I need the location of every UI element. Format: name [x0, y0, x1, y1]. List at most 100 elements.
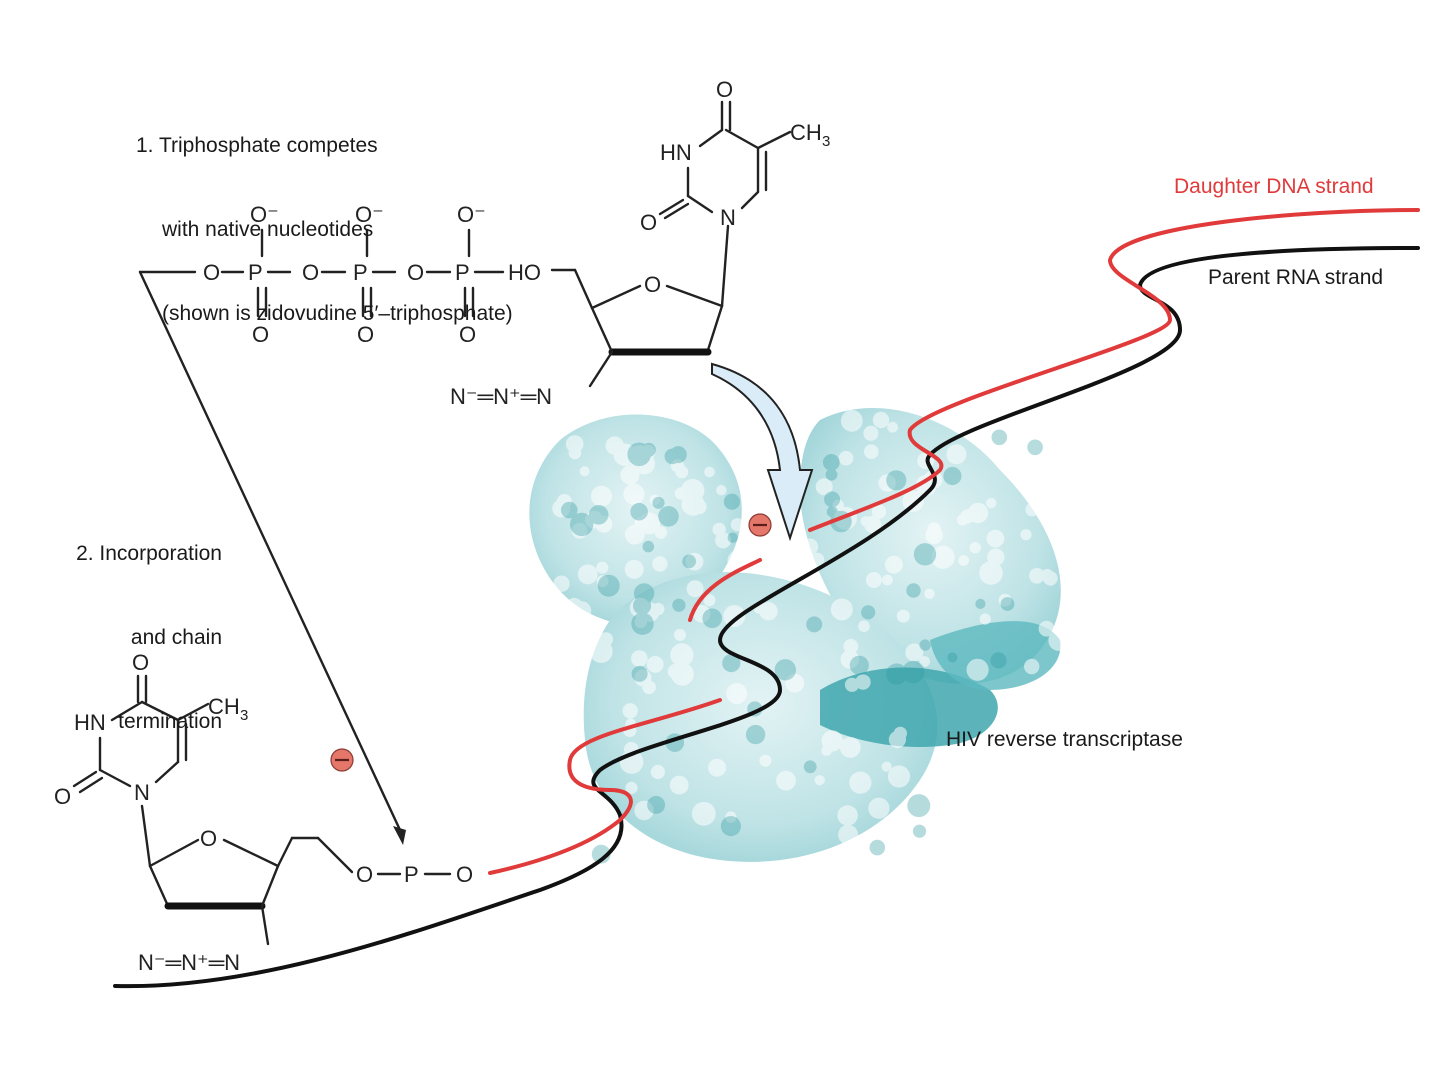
- protein-texture-dot: [568, 446, 582, 460]
- protein-texture-dot: [838, 824, 859, 845]
- p-2: P: [353, 260, 368, 285]
- protein-texture-dot: [838, 450, 854, 466]
- step2-line1: 2. Incorporation: [76, 542, 222, 565]
- hn-base-top: HN: [660, 140, 692, 165]
- protein-texture-dot: [561, 501, 578, 519]
- protein-texture-dot: [814, 775, 825, 786]
- protein-texture-dot: [658, 506, 679, 527]
- protein-texture-dot: [723, 605, 746, 628]
- protein-texture-dot: [596, 561, 609, 574]
- o-double-1: O: [252, 322, 269, 347]
- protein-texture-dot: [840, 409, 863, 432]
- protein-texture-dot: [579, 466, 590, 477]
- protein-texture-dot: [681, 492, 705, 516]
- protein-texture-dot: [588, 505, 609, 525]
- protein-texture-dot: [625, 781, 638, 795]
- o-minus-2: O⁻: [355, 202, 384, 227]
- ring-o-top: O: [644, 272, 661, 297]
- protein-texture-dot: [675, 465, 689, 479]
- protein-texture-dot: [702, 608, 722, 629]
- protein-texture-dot: [861, 605, 876, 620]
- protein-texture-dot: [641, 442, 656, 457]
- protein-texture-dot: [652, 556, 668, 572]
- protein-texture-dot: [905, 643, 924, 662]
- daughter-dna-strand: [488, 698, 722, 875]
- incorporated-nucleotide: O HN CH 3 N O O O P O N⁻═N⁺═N: [54, 650, 473, 975]
- o-base-left-top: O: [640, 210, 657, 235]
- protein-texture-dot: [882, 574, 893, 586]
- protein-texture-dot: [983, 438, 1001, 455]
- ch3-bottom: CH: [208, 694, 240, 719]
- protein-texture-dot: [642, 680, 656, 695]
- protein-texture-dot: [1023, 658, 1040, 675]
- protein-texture-dot: [634, 800, 654, 821]
- o-double-2: O: [357, 322, 374, 347]
- protein-texture-dot: [727, 532, 738, 543]
- o-link-2: O: [456, 862, 473, 887]
- protein-texture-dot: [630, 502, 648, 521]
- protein-texture-dot: [591, 844, 611, 864]
- protein-texture-dot: [943, 466, 962, 486]
- protein-texture-dot: [553, 575, 570, 592]
- protein-texture-dot: [881, 761, 892, 772]
- protein-texture-dot: [966, 658, 989, 681]
- protein-texture-dot: [745, 724, 766, 745]
- o-base-bottom: O: [132, 650, 149, 675]
- protein-texture-dot: [726, 683, 748, 704]
- p-link: P: [404, 862, 419, 887]
- protein-texture-dot: [975, 598, 986, 610]
- step1-line3: (shown is zidovudine 5′–triphosphate): [162, 302, 513, 325]
- protein-texture-dot: [839, 737, 861, 758]
- protein-texture-dot: [670, 643, 694, 667]
- protein-texture-dot: [854, 851, 866, 864]
- protein-texture-dot: [620, 465, 640, 485]
- protein-texture-dot: [907, 794, 931, 818]
- protein-texture-dot: [998, 593, 1012, 607]
- step2-line2: and chain: [130, 626, 222, 649]
- protein-texture-dot: [1000, 597, 1015, 611]
- protein-texture-dot: [774, 659, 796, 681]
- o-base-left-bottom: O: [54, 784, 71, 809]
- protein-texture-dot: [878, 474, 896, 492]
- protein-texture-dot: [1020, 529, 1032, 541]
- protein-texture-dot: [967, 502, 989, 524]
- o-minus-1: O⁻: [250, 202, 279, 227]
- step1-line1: 1. Triphosphate competes: [136, 134, 378, 157]
- protein-texture-dot: [1025, 502, 1039, 517]
- protein-texture-dot: [785, 673, 805, 693]
- protein-texture-dot: [986, 529, 1005, 548]
- protein-texture-dot: [623, 483, 645, 505]
- o-3: O: [407, 260, 424, 285]
- protein-texture-dot: [871, 504, 887, 519]
- protein-texture-dot: [987, 548, 1005, 566]
- protein-texture-dot: [919, 639, 931, 651]
- step2-line3: termination: [118, 710, 222, 733]
- protein-texture-dot: [629, 597, 651, 618]
- protein-texture-dot: [640, 444, 656, 460]
- step1-label: 1. Triphosphate competes with native nuc…: [136, 76, 513, 356]
- protein-texture-dot: [849, 771, 872, 794]
- o-link-1: O: [356, 862, 373, 887]
- protein-texture-dot: [577, 564, 598, 585]
- protein-texture-dot: [692, 605, 711, 623]
- protein-texture-dot: [715, 532, 732, 549]
- protein-texture-dot: [902, 660, 925, 684]
- protein-texture-dot: [647, 795, 666, 814]
- protein-texture-dot: [716, 485, 727, 496]
- protein-texture-dot: [596, 575, 609, 588]
- protein-texture-dot: [634, 615, 648, 629]
- daughter-dna-strand-top: [808, 208, 1420, 532]
- protein-texture-dot: [946, 444, 967, 465]
- protein-texture-dot: [924, 588, 935, 599]
- protein-texture-dot: [591, 485, 612, 507]
- protein-texture-dot: [869, 839, 886, 856]
- protein-texture-dot: [585, 510, 603, 529]
- protein-texture-dot: [896, 609, 910, 623]
- daughter-strand-label: Daughter DNA strand: [1174, 175, 1374, 198]
- protein-texture-dot: [622, 703, 638, 719]
- protein-texture-dot: [633, 583, 655, 604]
- protein-texture-dot: [825, 468, 838, 481]
- protein-texture-dot: [827, 849, 838, 860]
- parent-strand-label: Parent RNA strand: [1208, 266, 1384, 289]
- enzyme-label: HIV reverse transcriptase: [946, 728, 1183, 751]
